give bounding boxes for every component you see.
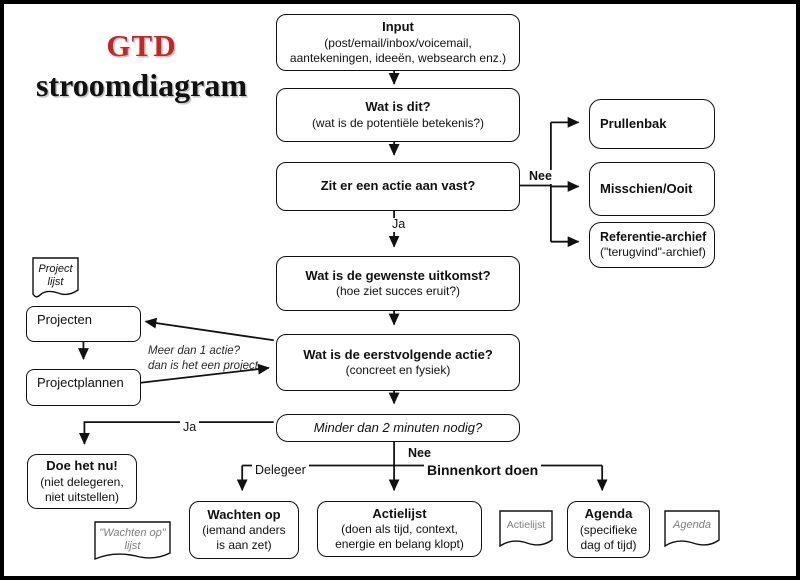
label-nee-2min: Nee [405, 446, 434, 461]
node-input-sub2: aantekeningen, ideeën, websearch enz.) [289, 50, 507, 65]
node-input: Input (post/email/inbox/voicemail, aante… [276, 14, 520, 71]
node-misschien-ooit-title: Misschien/Ooit [600, 180, 693, 196]
node-eerstvolgende-actie-sub: (concreet en fysiek) [345, 363, 451, 378]
node-agenda-sub2: dag of tijd) [580, 537, 637, 552]
node-agenda-title: Agenda [584, 506, 633, 522]
node-referentie-archief-sub: ("terugvind"-archief) [600, 245, 706, 260]
node-agenda-sub1: (specifieke [579, 522, 638, 537]
note-wachten-op-lijst-line1: "Wachten op" [99, 527, 166, 539]
note-project-lijst-line2: lijst [47, 276, 64, 289]
node-agenda: Agenda (specifieke dag of tijd) [567, 501, 650, 558]
note-shape [499, 510, 553, 548]
node-input-sub1: (post/email/inbox/voicemail, [324, 35, 472, 50]
node-misschien-ooit: Misschien/Ooit [589, 162, 715, 216]
note-wachten-op-lijst-line2: lijst [124, 540, 141, 553]
node-eerstvolgende-actie-title: Wat is de eerstvolgende actie? [303, 346, 493, 362]
node-referentie-archief: Referentie-archief ("terugvind"-archief) [589, 222, 715, 268]
node-prullenbak: Prullenbak [589, 99, 715, 149]
node-eerstvolgende-actie: Wat is de eerstvolgende actie? (concreet… [276, 334, 520, 391]
label-delegeer: Delegeer [252, 463, 309, 478]
node-actie-vast-title: Zit er een actie aan vast? [320, 178, 476, 194]
node-input-title: Input [382, 19, 414, 35]
node-actielijst: Actielijst (doen als tijd, context, ener… [317, 501, 482, 557]
node-projectplannen-title: Projectplannen [37, 375, 124, 390]
note-shape [664, 510, 720, 548]
label-ja-2min: Ja [180, 420, 200, 435]
node-wachten-op-sub1: (iemand anders [202, 523, 286, 538]
label-ja-actie: Ja [389, 217, 409, 232]
note-actielijst-text: Actielijst [506, 519, 546, 531]
note-actielijst: Actielijst [499, 510, 553, 550]
node-wachten-op-sub2: is aan zet) [216, 538, 272, 553]
label-nee-actie: Nee [526, 169, 555, 184]
label-binnenkort-doen: Binnenkort doen [424, 462, 542, 479]
note-shape [32, 257, 79, 298]
node-actielijst-sub1: (doen als tijd, context, [341, 522, 458, 537]
label-meer-dan-1-line2: dan is het een project [148, 359, 258, 372]
label-meer-dan-1-actie: Meer dan 1 actie? dan is het een project [148, 344, 258, 374]
node-gewenste-uitkomst: Wat is de gewenste uitkomst? (hoe ziet s… [276, 256, 520, 311]
node-wachten-op: Wachten op (iemand anders is aan zet) [189, 501, 299, 559]
note-agenda-text: Agenda [673, 519, 711, 531]
node-projecten: Projecten [26, 306, 141, 342]
node-doe-het-nu-title: Doe het nu! [46, 458, 118, 474]
note-wachten-op-lijst: "Wachten op" lijst [94, 521, 171, 563]
node-wat-is-dit-title: Wat is dit? [365, 99, 431, 115]
node-gewenste-uitkomst-title: Wat is de gewenste uitkomst? [305, 267, 491, 283]
node-prullenbak-title: Prullenbak [600, 115, 667, 131]
page-title: GTD stroomdiagram [19, 28, 264, 104]
node-wachten-op-title: Wachten op [207, 506, 281, 522]
node-minder-2-minuten: Minder dan 2 minuten nodig? [276, 414, 520, 442]
node-wat-is-dit-sub: (wat is de potentiële betekenis?) [311, 115, 485, 130]
node-actie-vast: Zit er een actie aan vast? [276, 162, 520, 211]
title-stroomdiagram: stroomdiagram [36, 67, 247, 103]
node-referentie-archief-title: Referentie-archief [600, 229, 707, 244]
label-meer-dan-1-line1: Meer dan 1 actie? [148, 345, 241, 357]
node-wat-is-dit: Wat is dit? (wat is de potentiële beteke… [276, 88, 520, 142]
node-doe-het-nu-sub2: niet uitstellen) [44, 489, 120, 504]
note-project-lijst-line1: Project [38, 263, 73, 275]
note-agenda: Agenda [664, 510, 720, 550]
node-projectplannen: Projectplannen [26, 369, 141, 406]
note-wachten-op-lijst-text: "Wachten op" lijst [94, 521, 171, 553]
title-gtd: GTD [106, 28, 177, 63]
node-actielijst-title: Actielijst [372, 505, 427, 521]
node-gewenste-uitkomst-sub: (hoe ziet succes eruit?) [335, 284, 461, 299]
node-minder-2-minuten-title: Minder dan 2 minuten nodig? [313, 419, 483, 435]
note-shape [94, 521, 171, 561]
node-projecten-title: Projecten [37, 312, 92, 327]
node-actielijst-sub2: energie en belang klopt) [335, 537, 464, 552]
node-doe-het-nu: Doe het nu! (niet delegeren, niet uitste… [27, 454, 137, 509]
node-doe-het-nu-sub1: (niet delegeren, [40, 474, 124, 489]
note-project-lijst: Project lijst [32, 257, 79, 299]
note-project-lijst-text: Project lijst [32, 257, 79, 289]
